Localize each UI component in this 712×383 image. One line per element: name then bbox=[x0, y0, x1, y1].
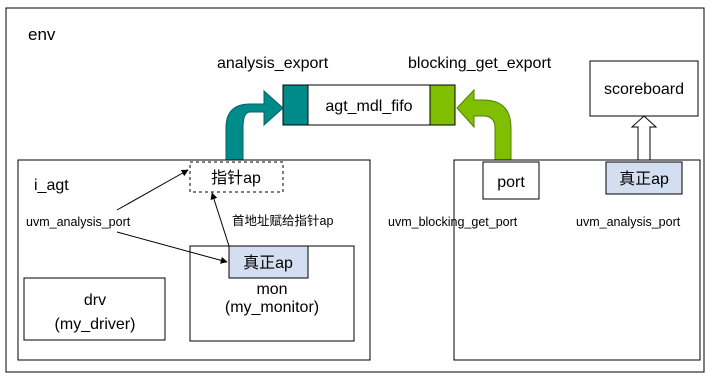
monitor-name: mon bbox=[256, 281, 287, 298]
agent-port-type-label: uvm_analysis_port bbox=[26, 215, 131, 229]
model-real-ap-box bbox=[605, 161, 683, 195]
fifo-box bbox=[282, 84, 456, 126]
teal-curved-arrow bbox=[225, 89, 284, 163]
analysis-export-label: analysis_export bbox=[217, 55, 329, 72]
fifo-blocking-get-export-block bbox=[429, 84, 456, 126]
driver-type: (my_driver) bbox=[55, 316, 136, 333]
model-ap-type-label: uvm_analysis_port bbox=[576, 215, 681, 229]
assign-note: 首地址赋给指针ap bbox=[232, 213, 333, 228]
env-label: env bbox=[28, 25, 56, 44]
blocking-get-export-label: blocking_get_export bbox=[408, 55, 552, 72]
driver-box bbox=[23, 277, 166, 341]
model-real-ap-label: 真正ap bbox=[619, 170, 669, 188]
green-curved-arrow bbox=[456, 88, 512, 163]
pointer-ap-box bbox=[189, 161, 284, 193]
model-port-type-label: uvm_blocking_get_port bbox=[388, 215, 518, 229]
driver-name: drv bbox=[84, 292, 106, 309]
model-port-box bbox=[482, 161, 540, 200]
monitor-type: (my_monitor) bbox=[225, 299, 319, 316]
fifo-label: agt_mdl_fifo bbox=[325, 98, 412, 115]
assign-arrow bbox=[210, 192, 230, 247]
fifo-analysis-export-block bbox=[282, 84, 309, 126]
pointer-ap-label: 指针ap bbox=[211, 169, 261, 187]
scoreboard-box bbox=[589, 60, 699, 117]
monitor-real-ap-box bbox=[228, 245, 309, 279]
real-ap-arrow bbox=[116, 231, 228, 264]
agent-label: i_agt bbox=[34, 177, 69, 194]
monitor-real-ap-label: 真正ap bbox=[243, 254, 293, 272]
scoreboard-label: scoreboard bbox=[604, 81, 684, 98]
pointer-arrow bbox=[116, 169, 189, 211]
model-port-label: port bbox=[497, 174, 525, 191]
hollow-up-arrow bbox=[630, 115, 658, 163]
